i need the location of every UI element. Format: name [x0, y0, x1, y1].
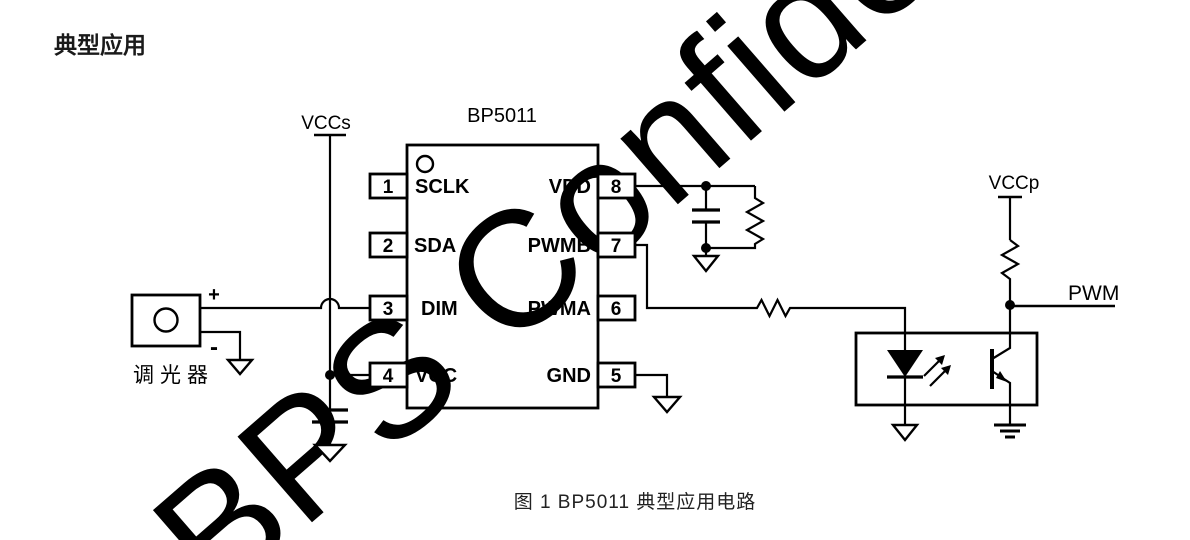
- pin-name-pwmb: PWMB: [528, 235, 591, 257]
- earth-ground-symbol: [994, 423, 1026, 439]
- pin-number: 6: [611, 299, 622, 320]
- vdd-network: [635, 181, 766, 273]
- pin-name-pwma: PWMA: [528, 298, 591, 320]
- pin-name-vdd: VDD: [549, 176, 591, 198]
- pin-name-sclk: SCLK: [415, 176, 470, 198]
- pin-number: 8: [611, 177, 622, 198]
- pin-name-vcc: VCC: [415, 365, 457, 387]
- ground-symbol: [225, 358, 255, 376]
- ground-symbol: [691, 254, 721, 273]
- vccs-bypass-capacitor: [312, 408, 348, 445]
- watermark-text: BPS Confidential: [119, 0, 1190, 540]
- led-triangle: [887, 350, 923, 377]
- ic-name: BP5011: [467, 105, 537, 127]
- pin-number: 4: [383, 366, 394, 387]
- pin-number: 3: [383, 299, 394, 320]
- dimmer-body: [130, 293, 202, 348]
- collector: [991, 306, 1012, 360]
- ground-symbol: [651, 395, 683, 414]
- opto-phototransistor: [990, 306, 1012, 425]
- ground-symbol: [312, 443, 348, 463]
- vccs-rail: VCCs: [301, 113, 370, 463]
- pin-name-gnd: GND: [547, 365, 591, 387]
- dim-wire-with-hop: [200, 297, 370, 310]
- pin-name-dim: DIM: [421, 298, 458, 320]
- pin-box-4: [368, 361, 409, 389]
- pin-box-2: [368, 231, 409, 259]
- pin-number: 5: [611, 366, 622, 387]
- ic-bp5011: BP5011 1 2 3 4 SCLK SDA DIM VCC 8 7 6 5: [368, 105, 637, 410]
- dimmer-return-wire: [200, 330, 242, 360]
- pin-box-6: [596, 294, 637, 322]
- page-title: 典型应用: [54, 32, 146, 58]
- vdd-resistor: [706, 186, 766, 250]
- junction-dot: [701, 243, 711, 253]
- emission-arrow: [929, 369, 947, 387]
- emitter-arrowhead: [996, 371, 1007, 382]
- pwmb-series-resistor: [754, 297, 793, 319]
- plus-sign: +: [208, 284, 220, 306]
- optocoupler: [854, 306, 1039, 442]
- figure-caption: 图 1 BP5011 典型应用电路: [513, 492, 757, 513]
- pullup-resistor: [999, 239, 1021, 305]
- pin-number: 1: [383, 177, 394, 198]
- optocoupler-body: [854, 331, 1039, 407]
- ground-symbol: [890, 423, 920, 442]
- dimmer-block: + - 调光器: [130, 284, 370, 387]
- vccs-label: VCCs: [301, 113, 351, 134]
- pin-number: 2: [383, 236, 394, 257]
- pin1-indicator-dot: [415, 154, 435, 174]
- pwm-label: PWM: [1068, 282, 1119, 305]
- dimmer-knob: [153, 307, 179, 333]
- pin-number: 7: [611, 236, 622, 257]
- pin-box-3: [368, 294, 409, 322]
- vccp-label: VCCp: [989, 173, 1040, 194]
- minus-sign: -: [210, 334, 218, 361]
- opto-led: [887, 350, 951, 425]
- gnd-pin-path: [635, 373, 683, 414]
- pin-name-sda: SDA: [414, 235, 456, 257]
- dimmer-label: 调光器: [133, 363, 214, 387]
- vccp-rail: VCCp PWM: [989, 173, 1119, 310]
- pin-box-1: [368, 172, 409, 200]
- ic-body: [405, 143, 600, 410]
- emission-arrow: [923, 359, 941, 377]
- pwmb-path: [635, 243, 907, 350]
